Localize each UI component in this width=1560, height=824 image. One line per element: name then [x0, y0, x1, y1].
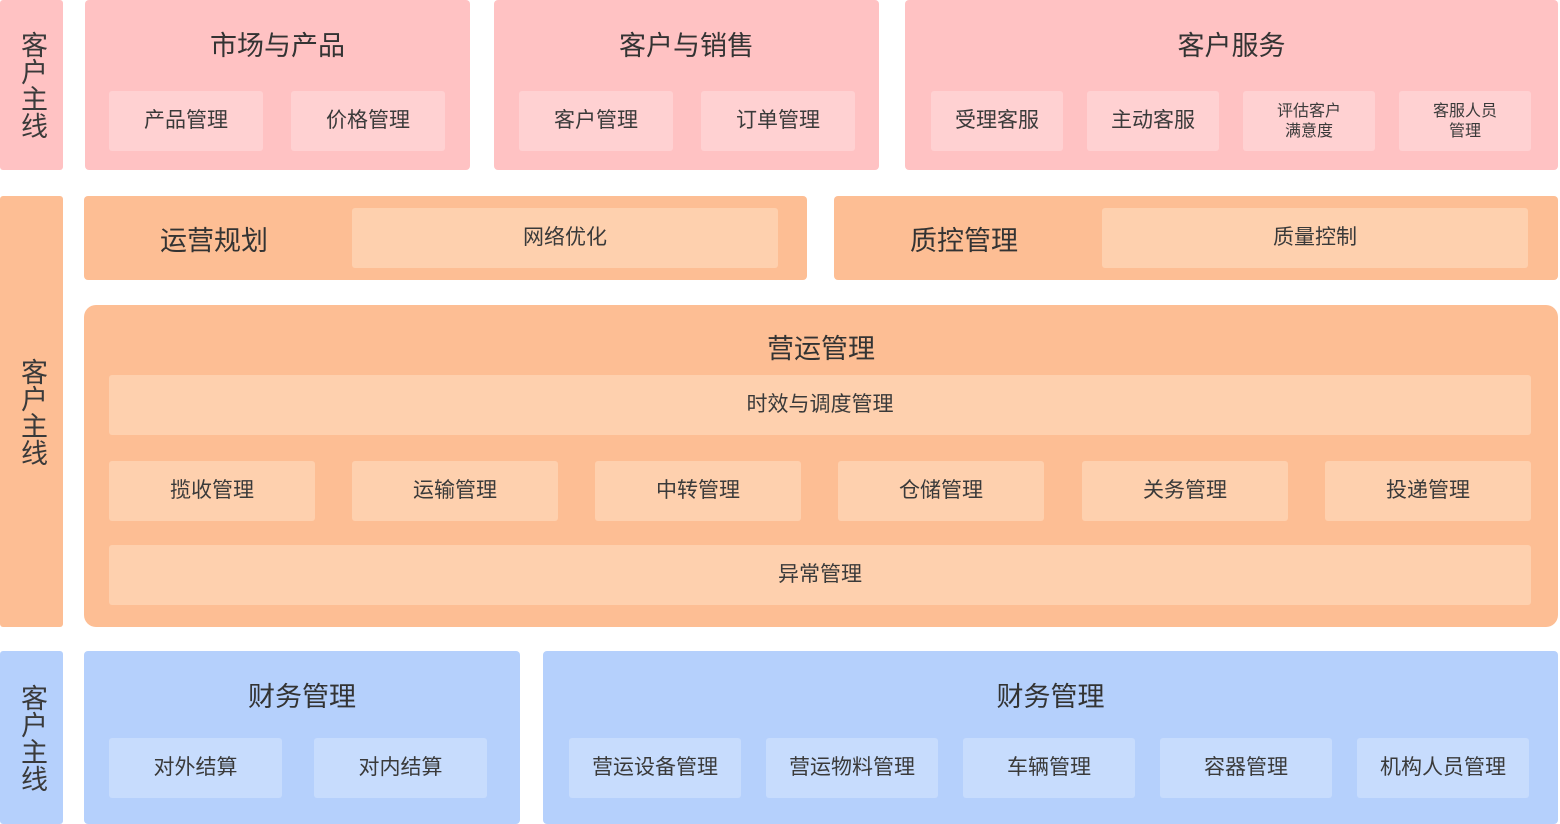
- panel-finance-settlement: 财务管理 对外结算 对内结算: [84, 651, 520, 824]
- side-label-finance: 客户主线: [0, 651, 63, 824]
- module-containers[interactable]: 容器管理: [1160, 738, 1332, 798]
- module-product-management[interactable]: 产品管理: [109, 91, 263, 151]
- module-satisfaction-evaluation[interactable]: 评估客户 满意度: [1243, 91, 1375, 151]
- row-title: 质控管理: [910, 225, 1018, 257]
- row-title: 运营规划: [160, 225, 268, 257]
- panel-operation-planning: 运营规划 网络优化: [84, 196, 807, 280]
- panel-finance-resources: 财务管理 营运设备管理 营运物料管理 车辆管理 容器管理 机构人员管理: [543, 651, 1558, 824]
- module-internal-settlement[interactable]: 对内结算: [314, 738, 487, 798]
- panel-title: 市场与产品: [210, 31, 345, 62]
- panel-quality-control: 质控管理 质量控制: [834, 196, 1558, 280]
- side-label-text: 客户主线: [16, 683, 47, 792]
- module-equipment[interactable]: 营运设备管理: [569, 738, 741, 798]
- module-org-staff[interactable]: 机构人员管理: [1357, 738, 1529, 798]
- panel-customer-sales: 客户与销售 客户管理 订单管理: [494, 0, 879, 170]
- panel-operations-management: 营运管理 时效与调度管理 揽收管理 运输管理 中转管理 仓储管理 关务管理 投递…: [84, 305, 1558, 627]
- module-service-staff[interactable]: 客服人员 管理: [1399, 91, 1531, 151]
- module-transfer[interactable]: 中转管理: [595, 461, 801, 521]
- module-customer-management[interactable]: 客户管理: [519, 91, 673, 151]
- panel-title: 财务管理: [248, 682, 356, 713]
- panel-title: 客户与销售: [619, 31, 754, 62]
- module-order-management[interactable]: 订单管理: [701, 91, 855, 151]
- module-label: 评估客户 满意度: [1276, 101, 1341, 140]
- module-external-settlement[interactable]: 对外结算: [109, 738, 282, 798]
- panel-market-product: 市场与产品 产品管理 价格管理: [85, 0, 470, 170]
- module-delivery[interactable]: 投递管理: [1325, 461, 1531, 521]
- module-materials[interactable]: 营运物料管理: [766, 738, 938, 798]
- module-warehouse[interactable]: 仓储管理: [838, 461, 1044, 521]
- panel-title: 客户服务: [1177, 31, 1286, 62]
- side-label-customer: 客户主线: [0, 0, 63, 170]
- module-quality-control[interactable]: 质量控制: [1102, 208, 1528, 268]
- module-transport[interactable]: 运输管理: [352, 461, 558, 521]
- side-label-operation: 客户主线: [0, 196, 63, 627]
- panel-title: 营运管理: [767, 334, 875, 365]
- module-exception[interactable]: 异常管理: [109, 545, 1531, 605]
- module-vehicles[interactable]: 车辆管理: [963, 738, 1135, 798]
- module-pickup[interactable]: 揽收管理: [109, 461, 315, 521]
- side-label-text: 客户主线: [16, 357, 47, 466]
- side-label-text: 客户主线: [16, 31, 47, 139]
- module-timeliness-dispatch[interactable]: 时效与调度管理: [109, 375, 1531, 435]
- module-proactive-service[interactable]: 主动客服: [1087, 91, 1219, 151]
- module-customs[interactable]: 关务管理: [1082, 461, 1288, 521]
- module-price-management[interactable]: 价格管理: [291, 91, 445, 151]
- module-network-optimization[interactable]: 网络优化: [352, 208, 778, 268]
- panel-title: 财务管理: [996, 682, 1105, 713]
- module-label: 客服人员 管理: [1432, 101, 1497, 140]
- module-inbound-service[interactable]: 受理客服: [931, 91, 1063, 151]
- panel-customer-service: 客户服务 受理客服 主动客服 评估客户 满意度 客服人员 管理: [905, 0, 1558, 170]
